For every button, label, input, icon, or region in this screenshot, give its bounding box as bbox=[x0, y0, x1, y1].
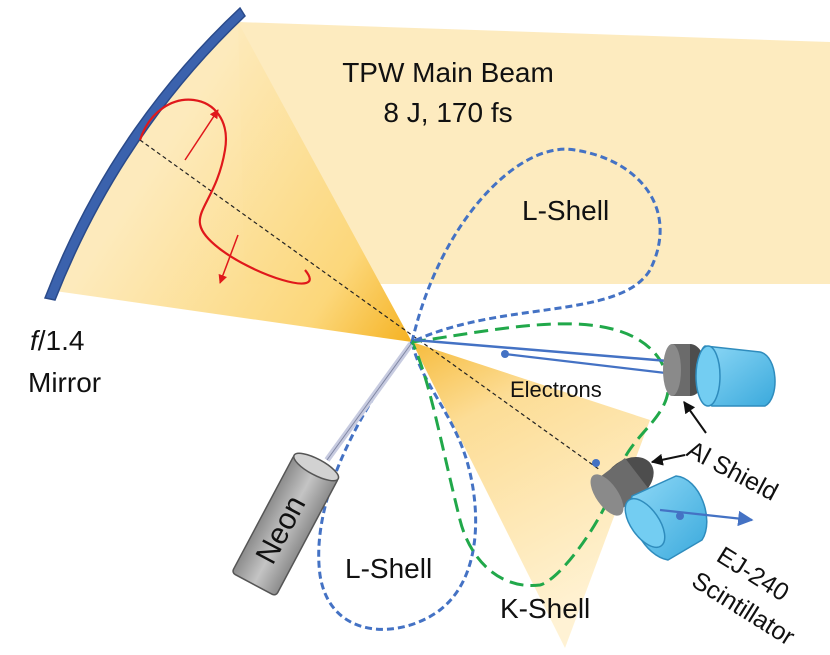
mirror-f-number: f/1.4 bbox=[30, 325, 84, 356]
scintillator-output-arrow bbox=[659, 508, 754, 527]
neon-cylinder-top bbox=[293, 452, 340, 482]
upper-scintillator-face bbox=[695, 345, 721, 407]
mirror-label: Mirror bbox=[28, 367, 101, 398]
k-shell-label: K-Shell bbox=[500, 593, 590, 624]
k-shell-lobe bbox=[410, 322, 670, 588]
mirror-f-value: /1.4 bbox=[38, 325, 85, 356]
lower-scintillator-face bbox=[624, 497, 666, 549]
lower-shield-face bbox=[590, 474, 624, 516]
l-shell-label-bottom: L-Shell bbox=[345, 553, 432, 584]
main-beam-band bbox=[238, 22, 830, 284]
parabolic-mirror bbox=[43, 6, 246, 301]
l-shell-label-top: L-Shell bbox=[522, 195, 609, 226]
electron-marker-2 bbox=[592, 459, 600, 467]
upper-detector bbox=[663, 344, 776, 407]
beam-title: TPW Main Beam bbox=[342, 57, 554, 88]
shield-pointer-2 bbox=[650, 453, 686, 466]
electrons-label: Electrons bbox=[510, 377, 602, 402]
l-shell-upper-lobe bbox=[410, 147, 662, 344]
focusing-cone bbox=[48, 22, 412, 342]
field-arrow-2 bbox=[218, 234, 239, 284]
optical-axis bbox=[139, 139, 601, 471]
lower-detector bbox=[590, 457, 754, 561]
neon-nozzle-outline bbox=[326, 343, 412, 461]
field-arrow-1 bbox=[184, 109, 219, 161]
electron-track-1 bbox=[413, 338, 681, 364]
beam-parameters: 8 J, 170 fs bbox=[383, 97, 512, 128]
mirror-f-italic: f bbox=[30, 325, 41, 356]
shield-pointer-1 bbox=[683, 401, 707, 434]
laser-wave bbox=[138, 98, 311, 285]
diverging-cone bbox=[412, 342, 650, 648]
scintillator-marker bbox=[676, 512, 684, 520]
upper-shield-face bbox=[663, 344, 681, 396]
neon-gas-cell: Neon bbox=[232, 452, 340, 596]
